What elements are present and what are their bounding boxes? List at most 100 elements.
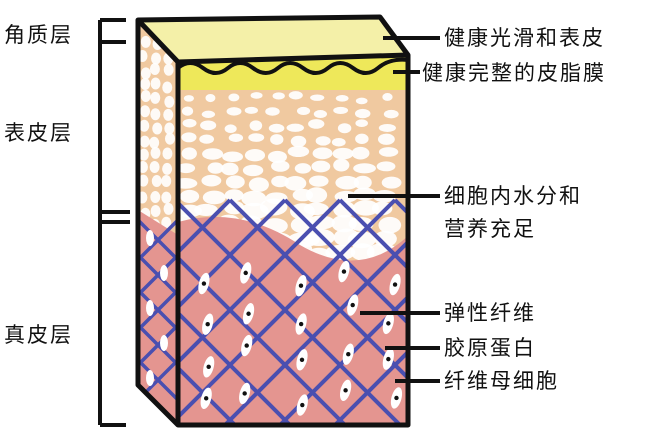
epidermis-cell	[335, 94, 349, 102]
wavy-surface-line	[176, 57, 409, 75]
epidermis-cell	[353, 187, 376, 201]
epidermis-cell	[355, 119, 368, 128]
epidermis-cell	[313, 110, 328, 119]
epidermis-cell	[351, 146, 370, 160]
epidermis-cell	[383, 109, 399, 119]
fibroblast-cell	[146, 230, 154, 246]
epidermis-cell	[305, 187, 328, 204]
cell-nucleus	[243, 270, 248, 276]
epidermis-cell	[181, 147, 197, 160]
cell-nucleus	[341, 269, 347, 274]
epidermis-cell	[149, 136, 160, 149]
epidermis-cell	[242, 164, 264, 177]
elastic-fiber	[178, 198, 342, 364]
elastic-fiber	[138, 253, 178, 297]
epidermis-cell	[377, 133, 395, 145]
epidermis-cell	[355, 97, 368, 105]
epidermis-cell	[161, 216, 172, 229]
epidermis-cell	[163, 63, 174, 76]
fibroblast-cell	[160, 265, 168, 281]
epidermis-cell	[337, 123, 352, 134]
elastic-fiber	[138, 288, 178, 332]
cell-nucleus	[343, 388, 348, 393]
cell-nucleus	[246, 311, 251, 316]
epidermis-cell	[267, 150, 287, 163]
epidermis-cell	[140, 105, 151, 118]
cell-nucleus	[350, 302, 355, 308]
epidermis-cell	[303, 202, 329, 216]
epidermis-cell	[226, 107, 242, 116]
epidermis-cell	[151, 52, 162, 65]
cell-nucleus	[298, 283, 304, 288]
epidermis-cell	[290, 135, 307, 148]
epidermis-cell	[140, 90, 151, 103]
epidermis-cell	[249, 120, 263, 131]
cell-nucleus	[346, 351, 351, 357]
epidermis-cell	[150, 108, 161, 121]
epidermis-cell	[228, 93, 240, 102]
epidermis-cell	[138, 148, 149, 161]
epidermis-cell	[161, 191, 172, 204]
epidermis-cell	[224, 124, 237, 134]
elastic-fiber	[178, 198, 232, 254]
label-collagen: 胶原蛋白	[444, 336, 536, 360]
epidermis-cell	[164, 132, 175, 145]
label-sebum-film: 健康完整的皮脂膜	[422, 61, 606, 85]
epidermis-cell	[201, 174, 222, 187]
epidermis-cell	[294, 163, 312, 174]
epidermis-cell	[333, 200, 356, 218]
pointer-lines	[348, 36, 440, 383]
epidermis-cell	[194, 203, 218, 216]
epidermis-cell	[311, 160, 331, 173]
epidermis-cell	[296, 106, 311, 116]
epidermis-cell	[272, 92, 285, 100]
elastic-fiber	[333, 350, 408, 425]
cell-nucleus	[386, 356, 391, 362]
elastic-fiber	[178, 198, 397, 419]
collagen-fiber	[338, 198, 408, 270]
label-elastic-fiber: 弹性纤维	[444, 301, 536, 325]
epidermis-cell	[149, 161, 160, 174]
epidermis-cell	[200, 120, 217, 131]
epidermis-cell	[347, 231, 376, 249]
epidermis-cell	[270, 134, 284, 145]
epidermis-cell	[151, 175, 162, 188]
epidermis-cell	[287, 145, 310, 157]
epidermis-cell	[352, 200, 379, 216]
epidermis-cell	[149, 63, 160, 76]
label-dermis: 真皮层	[4, 323, 73, 347]
cell-nucleus	[298, 321, 304, 327]
cell-nucleus	[206, 364, 211, 370]
epidermis-cell	[205, 93, 216, 103]
epidermis-cell	[225, 175, 245, 189]
label-moisture-line1: 细胞内水分和	[444, 184, 582, 208]
epidermis-cell	[138, 174, 149, 187]
epidermis-cell	[333, 106, 349, 114]
epidermis-cell	[241, 190, 267, 207]
epidermis-cell	[354, 108, 371, 119]
epidermis-cell	[150, 77, 161, 90]
collagen-fiber	[178, 201, 402, 425]
cell-nucleus	[205, 322, 210, 327]
epidermis-cell	[162, 147, 173, 160]
epidermis-cell	[201, 110, 216, 119]
epidermis-cell	[248, 177, 269, 192]
epidermis-cell	[331, 138, 346, 147]
epidermis-cell	[271, 160, 290, 172]
cell-nucleus	[242, 391, 247, 396]
epidermis-cell	[353, 175, 372, 190]
epidermis-cell	[286, 123, 304, 132]
cell-nucleus	[386, 321, 391, 326]
fibroblast-cell	[160, 335, 168, 351]
epidermis-cell	[162, 162, 173, 175]
epidermis-cell	[150, 91, 161, 104]
epidermis-cell	[315, 136, 331, 146]
epidermis-cell	[163, 202, 174, 215]
collagen-fiber	[178, 311, 292, 425]
epidermis-cell	[378, 124, 396, 132]
fibroblast-cell	[146, 370, 154, 386]
top-face	[138, 17, 408, 62]
epidermis-cell	[139, 135, 150, 148]
epidermis-cell	[179, 189, 200, 203]
